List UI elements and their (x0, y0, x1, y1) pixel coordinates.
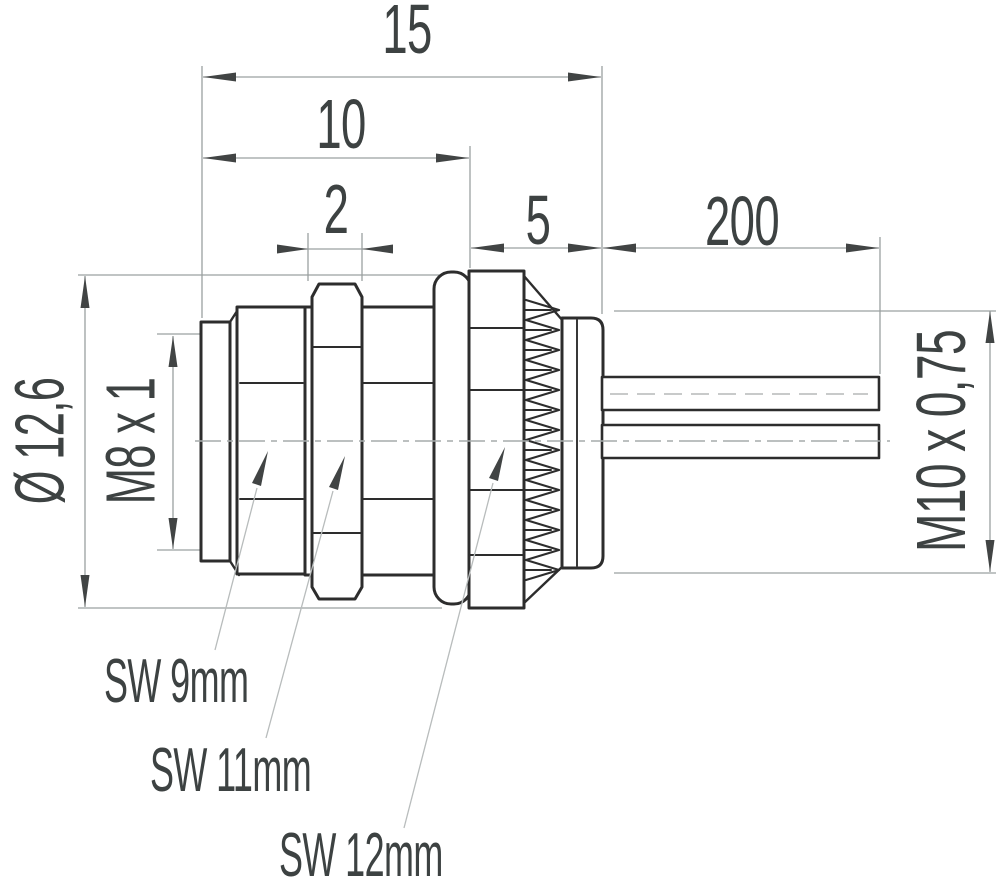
arrow-m10-top (985, 311, 995, 343)
dimension-text-10: 10 (316, 85, 365, 163)
label-sw11: SW 11mm (150, 735, 311, 805)
arrow-diameter-bottom (80, 575, 90, 607)
dimension-text-m10-thread: M10 x 0,75 (901, 330, 980, 552)
arrow-2-right (362, 244, 393, 254)
hex-sw9-facet-lines (239, 382, 434, 500)
dimension-text-200: 200 (705, 182, 779, 260)
dimension-text-2: 2 (324, 170, 349, 248)
arrow-15-right (568, 72, 601, 82)
hex-sw12 (467, 269, 526, 610)
arrow-m8-top (168, 336, 178, 367)
extension-lines (78, 66, 996, 609)
arrow-5-right (568, 243, 601, 253)
hex-sw12-facet-lines (468, 327, 525, 556)
arrow-10-right (436, 153, 469, 163)
arrow-200-left (603, 243, 636, 253)
label-sw9: SW 9mm (104, 646, 248, 716)
hex-sw11-facet-lines (311, 346, 363, 534)
arrow-m8-bottom (168, 518, 178, 549)
leader-arrow-sw12 (489, 447, 505, 481)
leader-lines (214, 482, 494, 829)
leader-line-sw12 (403, 482, 494, 829)
arrow-200-right (846, 243, 879, 253)
leader-arrow-sw11 (329, 456, 345, 490)
flange-gasket (432, 270, 473, 606)
leader-arrow-sw9 (252, 451, 268, 486)
leader-line-sw11 (265, 490, 334, 739)
dimension-text-5: 5 (526, 181, 551, 259)
arrow-2-left (277, 244, 308, 254)
arrow-5-left (471, 243, 504, 253)
dimension-text-15: 15 (382, 0, 431, 68)
dimension-arrows (80, 72, 995, 607)
label-sw12: SW 12mm (279, 820, 443, 882)
arrow-m10-bottom (985, 540, 995, 572)
m10-thread-ridges (523, 309, 552, 571)
rear-cap (560, 316, 605, 570)
dimension-text-m8-thread: M8 x 1 (92, 378, 170, 504)
dimension-text-diameter: Ø 12,6 (1, 378, 79, 505)
arrow-15-left (203, 72, 236, 82)
arrow-10-left (203, 153, 236, 163)
thread-chamfer-edges (522, 274, 565, 605)
leader-line-sw9 (214, 487, 258, 651)
centerlines (195, 393, 890, 442)
m10-thread-teeth (524, 298, 561, 582)
arrow-diameter-top (80, 276, 90, 308)
